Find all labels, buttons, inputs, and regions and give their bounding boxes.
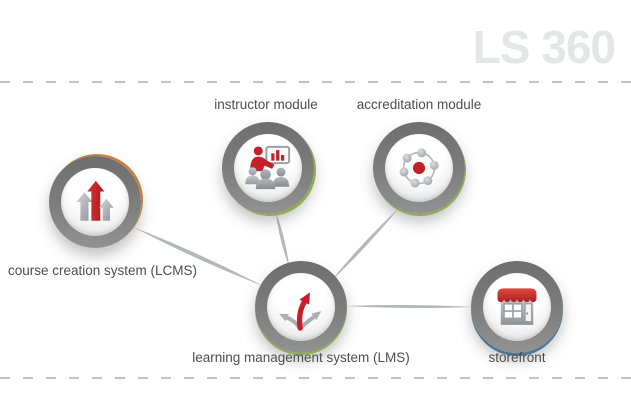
node-lms-label: learning management system (LMS) — [192, 350, 410, 365]
node-lms — [255, 261, 347, 353]
top-dashed-divider — [0, 81, 631, 83]
node-instructor — [222, 122, 314, 214]
branching-arrows-icon — [279, 292, 322, 331]
connector-lms-storefront — [345, 304, 473, 309]
node-accreditation — [373, 122, 465, 214]
node-accreditation-label: accreditation module — [356, 97, 482, 112]
node-instructor-label: instructor module — [214, 97, 318, 112]
node-lcms-label: course creation system (LCMS) — [8, 263, 198, 278]
storefront-icon — [497, 288, 537, 325]
node-storefront-label: storefront — [488, 350, 546, 365]
connector-instructor-lms — [276, 213, 289, 266]
connector-accreditation-lms — [331, 209, 398, 281]
node-lcms — [49, 156, 141, 248]
bottom-dashed-divider — [0, 377, 631, 379]
presenter-audience-icon — [245, 145, 291, 190]
node-storefront — [471, 261, 563, 353]
network-dots-icon — [399, 148, 439, 188]
connector-lcms-lms — [133, 227, 263, 286]
logo-ls360: LS 360 — [472, 21, 616, 73]
growth-arrows-icon — [76, 180, 114, 221]
